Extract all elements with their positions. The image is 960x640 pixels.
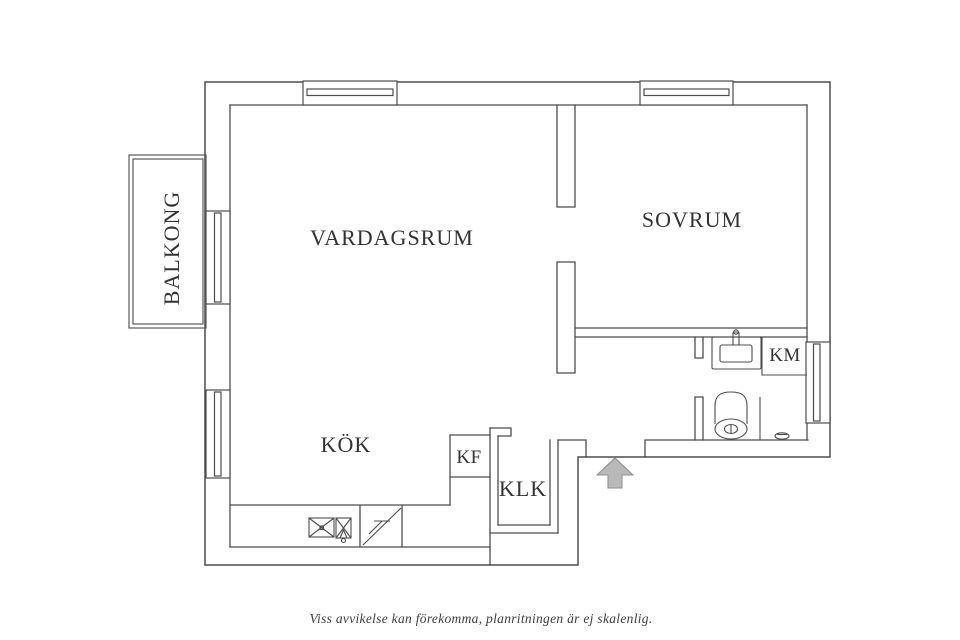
entrance-arrow-icon <box>595 457 635 489</box>
outer-wall <box>204 81 831 566</box>
washbasin-icon <box>711 329 762 370</box>
window-bathroom <box>805 341 831 424</box>
inner-wall-bottom <box>229 546 491 566</box>
sink-icon <box>335 517 352 544</box>
washing-machine-box <box>761 337 807 376</box>
label-bedroom: SOVRUM <box>642 207 742 232</box>
label-balcony: BALKONG <box>159 191 184 306</box>
closet-left-wall <box>489 427 499 548</box>
stove-icon <box>308 517 335 538</box>
fridge-box <box>449 434 491 506</box>
toilet-icon <box>714 391 748 440</box>
closet-right-wall <box>549 439 559 534</box>
bathroom-wall-stub-lower <box>694 396 704 441</box>
diagonal-mark-icon <box>362 507 402 546</box>
window-kitchen <box>205 389 231 479</box>
partition-wall-lower <box>556 261 576 374</box>
label-fridge-freezer: KF <box>456 447 481 468</box>
room-labels: VARDAGSRUM SOVRUM KÖK BALKONG KF KLK KM <box>159 191 801 501</box>
entry-wall-left <box>557 439 587 458</box>
label-living-room: VARDAGSRUM <box>310 225 474 250</box>
entry-wall-right <box>644 439 809 458</box>
window-living-room <box>302 80 398 106</box>
window-bedroom <box>639 80 734 106</box>
bedroom-bottom-wall <box>574 327 808 338</box>
footer-disclaimer: Viss avvikelse kan förekomma, planritnin… <box>309 611 652 626</box>
partition-wall-upper <box>556 104 576 208</box>
label-kitchen: KÖK <box>321 432 372 457</box>
closet-bottom-wall <box>489 524 559 534</box>
closet-door-jamb <box>489 427 512 437</box>
bathroom-wall-stub-upper <box>694 336 704 359</box>
floor-drain-icon <box>774 432 790 440</box>
kitchen-counter <box>229 504 451 548</box>
label-washing-machine: KM <box>769 345 801 366</box>
balcony-door <box>205 210 231 305</box>
label-closet: KLK <box>499 476 547 501</box>
